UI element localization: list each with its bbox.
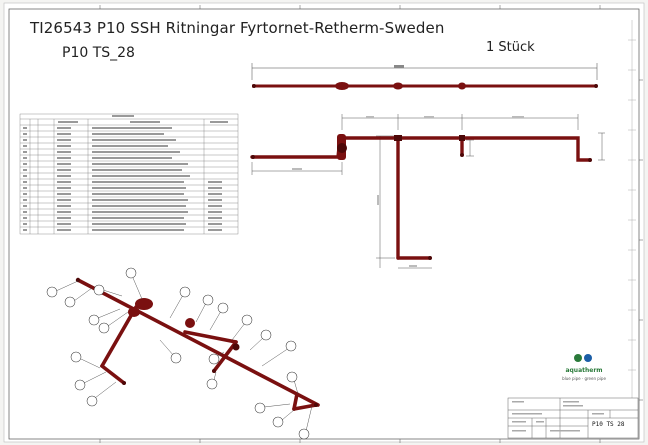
parts-list-table — [19, 113, 239, 235]
isometric-view — [46, 267, 320, 440]
plan-view — [250, 114, 605, 269]
parts-list-text-marks — [23, 115, 228, 231]
brand-tagline: blue pipe · green pipe — [562, 376, 606, 381]
title-block — [507, 397, 639, 439]
drawing-frame — [8, 8, 640, 440]
quantity-label: 1 Stück — [486, 40, 535, 55]
brand-name: aquatherm — [565, 367, 603, 374]
drawing-subtitle: P10 TS_28 — [62, 45, 135, 61]
aquatherm-logo-icon — [574, 354, 592, 362]
right-margin-ruler — [628, 20, 636, 430]
frame-ticks — [99, 5, 643, 443]
title-block-drawing-number: P10 TS 28 — [592, 421, 625, 428]
drawing-title: TI26543 P10 SSH Ritningar Fyrtornet-Reth… — [30, 19, 445, 37]
elevation-view — [251, 63, 598, 90]
